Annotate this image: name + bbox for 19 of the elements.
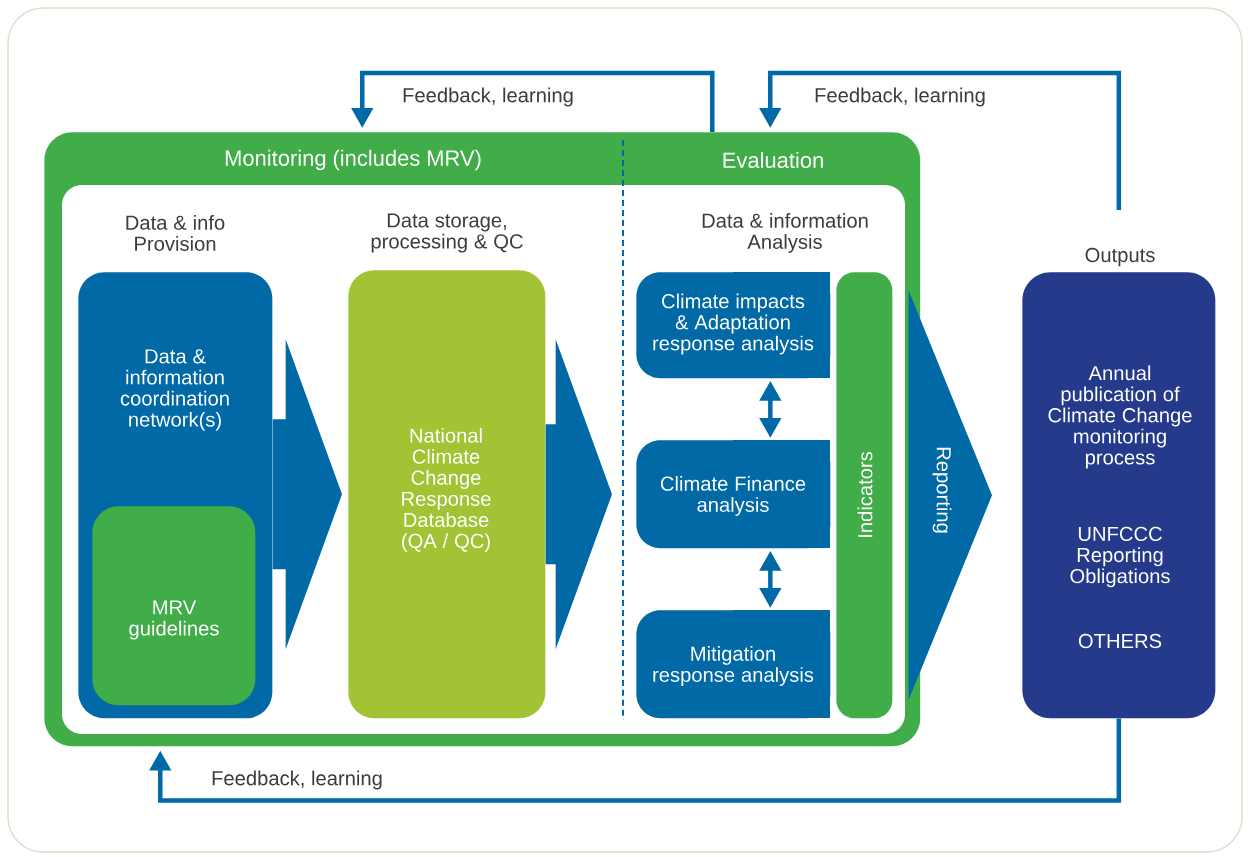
indicator-bar: Indicators bbox=[836, 272, 893, 719]
block-arrow bbox=[908, 290, 992, 701]
column-heading: Data & info Provision bbox=[126, 215, 225, 251]
analysis-box: Climate Finance analysis bbox=[636, 440, 831, 549]
edge-label: Feedback, learning bbox=[812, 85, 988, 109]
database-box: National Climate Change Response Database (QA / QC) bbox=[348, 270, 546, 719]
edge-label: Feedback, learning bbox=[209, 768, 385, 792]
process-box: MRV guidelines bbox=[92, 506, 256, 706]
block-arrow bbox=[272, 339, 342, 650]
column-heading: Data storage, processing & QC bbox=[371, 213, 523, 253]
edge-label: Feedback, learning bbox=[400, 85, 576, 109]
output-box: Annual publication of Climate Change monitoring process UNFCCC Reporting Obligations OTHERS bbox=[1022, 272, 1216, 719]
analysis-box: Climate impacts & Adaptation response analysis bbox=[636, 272, 831, 379]
column-heading: Data & information Analysis bbox=[702, 213, 868, 253]
block-arrow bbox=[545, 339, 612, 650]
column-heading: Outputs bbox=[1085, 247, 1155, 267]
arrow bbox=[149, 718, 1122, 803]
analysis-box: Mitigation response analysis bbox=[636, 610, 831, 719]
edge-label: Reporting bbox=[932, 447, 952, 533]
